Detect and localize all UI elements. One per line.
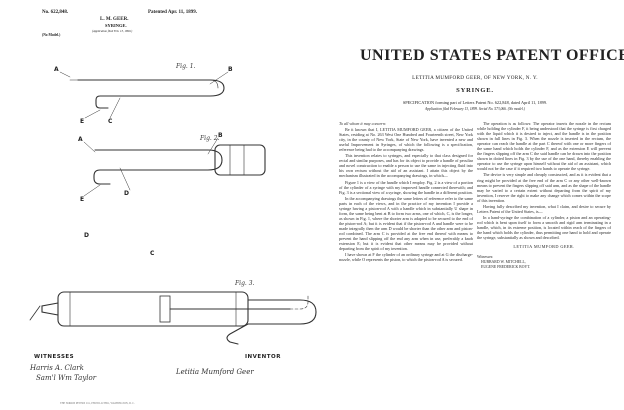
specification-right-column: The operation is as follows: The operato… — [477, 121, 611, 270]
salutation: To all whom it may concern: — [339, 121, 387, 126]
fig3-dotted-position — [289, 295, 309, 310]
fig3-knob — [226, 323, 249, 345]
subject-title: SYRINGE. — [456, 87, 494, 94]
witness-name-1: HUBBARD W. MITCHELL, — [481, 260, 526, 265]
office-title: UNITED STATES PATENT OFFICE. — [360, 47, 624, 64]
paragraph: This invention relates to syringes, and … — [339, 153, 473, 179]
specification-line: SPECIFICATION forming part of Letters Pa… — [402, 100, 548, 105]
fig1-knob — [95, 95, 121, 109]
witness-signature-2: Sam'l Wm Taylor — [36, 374, 97, 382]
label-c-2: C — [150, 250, 155, 257]
fig2-knob — [93, 169, 121, 185]
signatory-name: LETITIA MUMFORD GEER. — [513, 244, 575, 250]
paragraph: The operation is as follows: The operato… — [477, 121, 611, 172]
paragraph: I have shown at F the cylinder of an ord… — [339, 252, 473, 263]
fig1-caption: Fig. 1. — [175, 63, 196, 70]
inventor-signature: Letitia Mumford Geer — [176, 368, 254, 376]
patent-number: No. 622,848. — [42, 10, 69, 15]
specification-left-column: To all whom it may concern: Be it known … — [339, 121, 473, 263]
fig3-caption: Fig. 3. — [234, 280, 255, 287]
syringe-drawing: Fig. 1. Fig. 2. Fig. 3. — [29, 63, 317, 345]
drawing-subject: SYRINGE. — [105, 23, 127, 28]
application-detail: Application filed February 13, 1899. Ser… — [425, 107, 525, 111]
drawing-application-line: (Application filed Feb. 13, 1899.) — [92, 29, 133, 33]
patent-date: Patented Apr. 11, 1899. — [148, 10, 197, 15]
fig3-handle-arc — [247, 299, 317, 325]
fig3-nozzle-tip — [29, 305, 41, 321]
fig3-nozzle — [41, 302, 59, 316]
label-d-2: D — [84, 232, 90, 239]
fig1-handle — [77, 79, 225, 97]
witnesses-caption: WITNESSES — [34, 354, 75, 360]
inventor-caption: INVENTOR — [245, 354, 281, 360]
label-b: B — [228, 66, 234, 73]
label-c: C — [108, 118, 113, 125]
fig3-piston — [159, 295, 171, 323]
label-a-2: A — [78, 136, 84, 143]
paragraph: Having fully described my invention, wha… — [477, 203, 611, 214]
paragraph: In the accompanying drawings the same le… — [339, 195, 473, 252]
witness-name-2: EUGENE FREDERICK BOYT. — [481, 265, 531, 270]
paragraph: Be it known that I, LETITIA MUMFORD GEER… — [339, 127, 473, 153]
fig2-caption: Fig. 2. — [199, 135, 220, 142]
fig2-handle — [94, 149, 223, 171]
label-a: A — [54, 66, 60, 73]
patentee-line: LETITIA MUMFORD GEER, OF NEW YORK, N. Y. — [412, 75, 538, 81]
label-e-2: E — [80, 196, 85, 203]
label-b-2: B — [218, 132, 224, 139]
label-e: E — [80, 118, 85, 125]
witnesses-label: Witnesses: — [477, 255, 494, 260]
label-d: D — [124, 190, 130, 197]
fig2-cylinder-end — [214, 144, 266, 176]
paragraph: The device is very simple and cheaply co… — [477, 172, 611, 203]
claim: In a hand-syringe the combination of a c… — [477, 214, 611, 241]
lithographer-mark: THE NORRIS PETERS CO., PHOTO-LITHO., WAS… — [60, 402, 135, 405]
drawing-inventor: L. M. GEER. — [100, 17, 129, 22]
model-note: (No Model.) — [42, 33, 61, 37]
paragraph: Figure 1 is a view of the handle which I… — [339, 179, 473, 195]
witness-block: Witnesses: HUBBARD W. MITCHELL, EUGENE F… — [477, 255, 611, 270]
witness-signature-1: Harris A. Clark — [30, 364, 84, 372]
